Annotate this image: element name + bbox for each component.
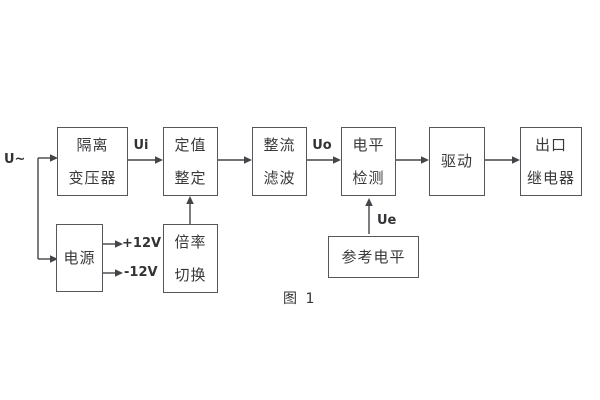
block-driver: 驱动 bbox=[429, 127, 485, 196]
block-label-line: 倍率 bbox=[174, 232, 207, 251]
block-label-line: 变压器 bbox=[68, 168, 117, 187]
arrowhead-to-setting bbox=[155, 156, 163, 164]
block-label-line: 滤波 bbox=[263, 168, 296, 187]
block-label-line: 定值 bbox=[174, 135, 207, 154]
figure-caption: 图 1 bbox=[283, 291, 317, 307]
block-label-line: 检测 bbox=[352, 168, 385, 187]
block-reference-level: 参考电平 bbox=[328, 236, 419, 278]
arrowhead-ratio-up bbox=[186, 196, 194, 204]
arrowhead-reference-up bbox=[365, 198, 373, 206]
block-label-line: 驱动 bbox=[440, 152, 473, 170]
block-rectifier-filter: 整流 滤波 bbox=[252, 127, 307, 196]
arrowhead-pos12 bbox=[115, 240, 123, 248]
block-label-line: 整定 bbox=[174, 168, 207, 187]
block-value-setting: 定值 整定 bbox=[163, 127, 218, 196]
ui-signal-label: Ui bbox=[133, 138, 149, 153]
uo-signal-label: Uo bbox=[312, 138, 332, 153]
block-output-relay: 出口 继电器 bbox=[520, 127, 582, 196]
block-isolation-transformer: 隔离 变压器 bbox=[57, 127, 128, 196]
arrowhead-to-power bbox=[50, 255, 58, 263]
block-power-supply: 电源 bbox=[56, 224, 103, 292]
block-label-line: 出口 bbox=[534, 135, 567, 154]
arrowhead-to-relay bbox=[512, 156, 520, 164]
input-voltage-label: U~ bbox=[4, 152, 26, 167]
block-ratio-switch: 倍率 切换 bbox=[163, 224, 218, 293]
arrowhead-to-detector bbox=[333, 156, 341, 164]
pos12v-label: +12V bbox=[122, 236, 162, 251]
block-label-line: 参考电平 bbox=[341, 247, 406, 266]
block-label-line: 电平 bbox=[352, 135, 385, 154]
arrowhead-to-transformer bbox=[50, 154, 58, 162]
block-label-line: 整流 bbox=[263, 135, 296, 154]
arrowhead-to-driver bbox=[421, 156, 429, 164]
block-label-line: 继电器 bbox=[526, 168, 575, 187]
arrowhead-neg12 bbox=[115, 269, 123, 277]
block-label-line: 切换 bbox=[174, 265, 207, 284]
neg12v-label: -12V bbox=[124, 265, 158, 280]
block-level-detector: 电平 检测 bbox=[341, 127, 396, 196]
ue-signal-label: Ue bbox=[377, 213, 397, 228]
arrowhead-to-rectifier bbox=[244, 156, 252, 164]
block-label-line: 隔离 bbox=[76, 135, 109, 154]
block-label-line: 电源 bbox=[63, 248, 96, 267]
